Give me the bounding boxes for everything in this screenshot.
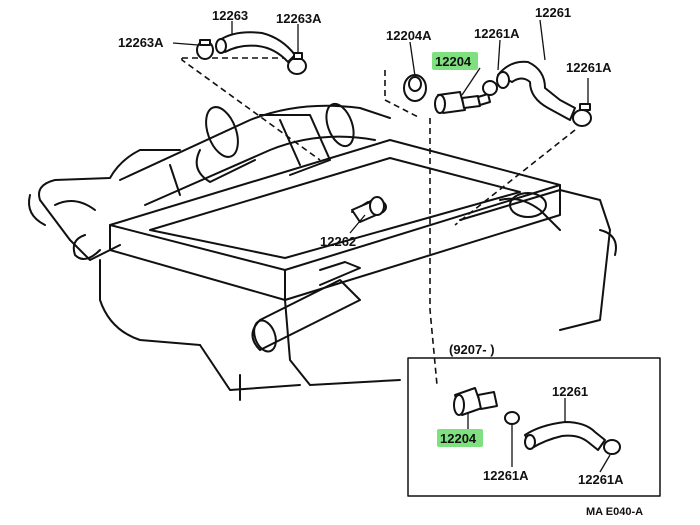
hose-12263-assembly [196, 31, 307, 75]
highlight-pcv-valve-top [432, 52, 478, 70]
hose-12261-top [482, 60, 592, 127]
label-12261a-mid: 12261A [474, 26, 520, 41]
label-12261a-right: 12261A [566, 60, 612, 75]
label-inset-12204[interactable]: 12204 [440, 431, 477, 446]
dashed-leader-lines [181, 57, 576, 386]
inset-pcv-valve [453, 387, 498, 416]
part-labels: 12263 12263A 12263A 12204A 12204 12261A … [118, 5, 643, 518]
label-12263: 12263 [212, 8, 248, 23]
highlight-pcv-valve-inset [437, 429, 483, 447]
figure-code: MA E040-A [586, 506, 643, 518]
label-12262: 12262 [320, 234, 356, 249]
label-12204-top[interactable]: 12204 [435, 54, 472, 69]
label-leaders [172, 19, 611, 473]
label-12263a-right: 12263A [276, 11, 322, 26]
label-inset-12261a-right: 12261A [578, 472, 624, 487]
grommet-12204a [403, 74, 427, 102]
label-12204a: 12204A [386, 28, 432, 43]
label-inset-12261a-left: 12261A [483, 468, 529, 483]
label-12263a-left: 12263A [118, 35, 164, 50]
pcv-valve-12204-top [434, 91, 491, 114]
label-inset-date: (9207- ) [449, 342, 495, 357]
inset-box [407, 357, 661, 497]
engine-body [28, 102, 617, 401]
breather-pipe-12262 [351, 196, 385, 223]
label-inset-12261: 12261 [552, 384, 588, 399]
label-12261-top: 12261 [535, 5, 571, 20]
